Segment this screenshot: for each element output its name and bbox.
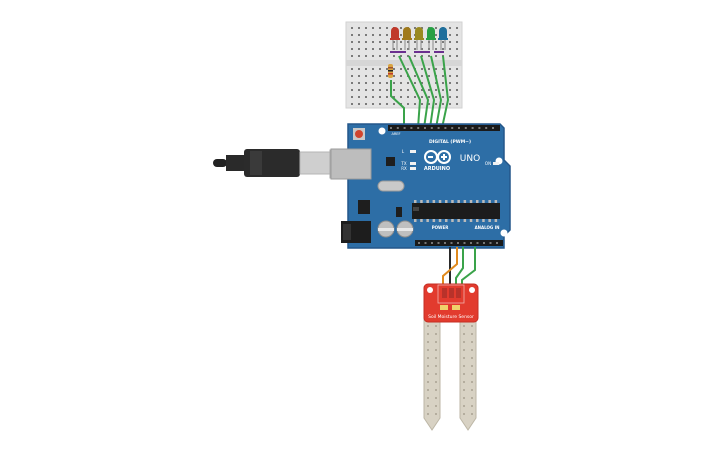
led-5[interactable] — [438, 27, 448, 50]
led-1[interactable] — [390, 27, 400, 50]
led-on — [493, 162, 499, 165]
on-label: ON — [485, 161, 491, 166]
crystal — [377, 180, 405, 192]
digital-header[interactable] — [388, 125, 500, 131]
tx-label: TX — [400, 161, 406, 166]
brand-label: ARDUINO — [424, 166, 450, 172]
mounting-hole — [500, 229, 508, 237]
led-4[interactable] — [426, 27, 436, 50]
resistors — [388, 51, 444, 78]
led-row — [390, 27, 448, 50]
reset-button[interactable] — [355, 130, 363, 138]
led-wires — [390, 55, 450, 129]
l-label: L — [402, 149, 405, 154]
soil-moisture-sensor[interactable]: Soil Moisture Sensor — [423, 283, 479, 431]
model-label: UNO — [460, 154, 480, 164]
atmega-chip — [412, 203, 500, 219]
led-l — [410, 150, 416, 153]
analog-header-label: ANALOG IN — [475, 225, 500, 230]
led-tx — [410, 162, 416, 165]
sensor-label: Soil Moisture Sensor — [428, 314, 474, 320]
arduino-uno-board[interactable]: DIGITAL (PWM~) AREF L TX RX ON ARDUINO U… — [330, 123, 511, 249]
mounting-hole — [378, 127, 386, 135]
led-2[interactable] — [402, 27, 412, 50]
digital-header-label: DIGITAL (PWM~) — [429, 139, 471, 145]
probe-left — [423, 317, 441, 431]
arduino-logo-icon — [424, 150, 451, 164]
aref-label: AREF — [391, 132, 400, 136]
led-3[interactable] — [414, 27, 424, 50]
usb-port — [330, 148, 372, 180]
led-rx — [410, 167, 416, 170]
probe-right — [459, 317, 477, 431]
power-header-label: POWER — [432, 225, 449, 230]
rx-label: RX — [401, 166, 407, 171]
